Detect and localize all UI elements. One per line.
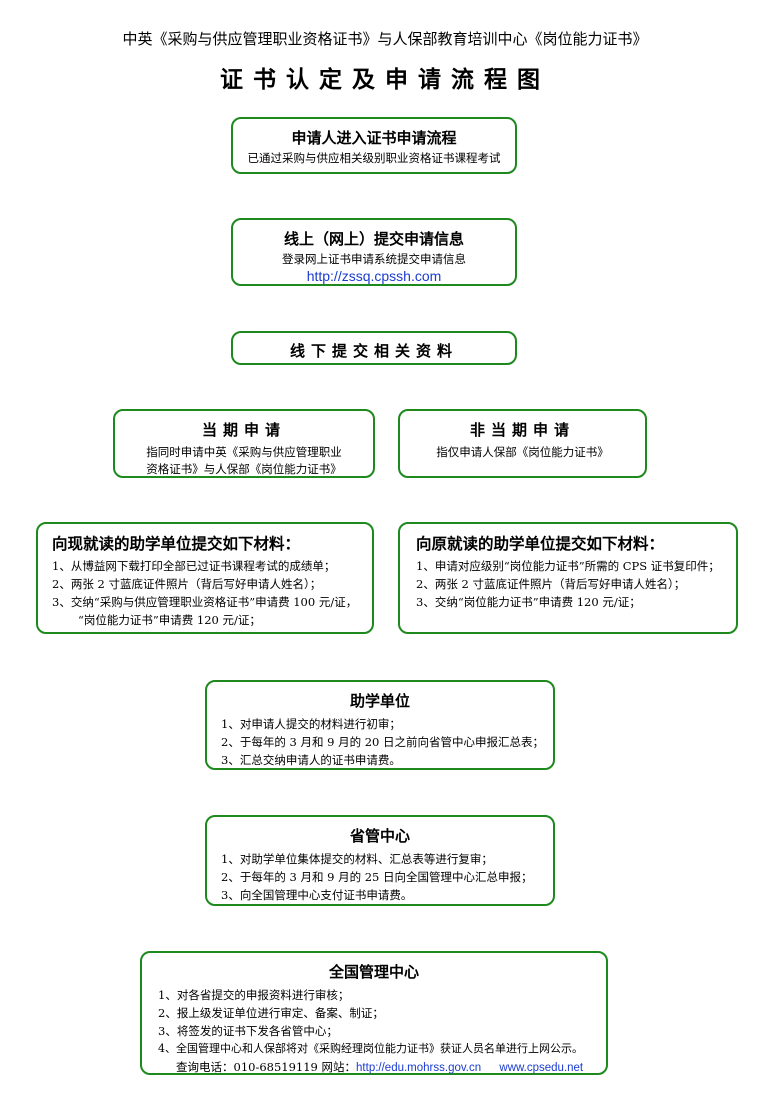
materials-current-item-2: 2、两张 2 寸蓝底证件照片（背后写好申请人姓名）； <box>52 577 322 591</box>
step-apply-box: 申请人进入证书申请流程 已通过采购与供应相关级别职业资格证书课程考试 <box>231 117 517 174</box>
step-offline-box: 线下提交相关资料 <box>231 331 517 365</box>
materials-current-title: 向现就读的助学单位提交如下材料： <box>52 535 301 553</box>
step-online-url[interactable]: http://zssq.cpssh.com <box>306 268 442 284</box>
arrow-blue-1-shape <box>448 365 478 409</box>
materials-noncurrent-item-3: 3、交纳“岗位能力证书”申请费 120 元/证； <box>416 595 641 609</box>
national-center-item-2: 2、报上级发证单位进行审定、备案、制证； <box>158 1006 384 1020</box>
national-center-item-3: 3、将签发的证书下发各省管中心； <box>158 1024 338 1038</box>
arrow-darkred-2-shape <box>359 906 389 951</box>
national-center-item-4: 4、全国管理中心和人保部将对《采购经理岗位能力证书》获证人员名单进行上网公示。 <box>158 1042 583 1055</box>
step-apply-subtitle: 已通过采购与供应相关级别职业资格证书课程考试 <box>247 151 501 165</box>
materials-current-box: 向现就读的助学单位提交如下材料： 1、从博益网下载打印全部已过证书课程考试的成绩… <box>36 522 374 634</box>
materials-current-item-3: 3、交纳“采购与供应管理职业资格证书”申请费 100 元/证， <box>52 595 358 609</box>
materials-noncurrent-item-2: 2、两张 2 寸蓝底证件照片（背后写好申请人姓名）； <box>416 577 686 591</box>
current-application-title: 当期申请 <box>201 421 286 439</box>
step-online-box: 线上（网上）提交申请信息 登录网上证书申请系统提交申请信息 http://zss… <box>231 218 517 286</box>
materials-noncurrent-title: 向原就读的助学单位提交如下材料： <box>416 535 665 553</box>
step-online-title: 线上（网上）提交申请信息 <box>283 230 464 248</box>
school-unit-item-2: 2、于每年的 3 月和 9 月的 20 日之前向省管中心申报汇总表； <box>221 735 545 749</box>
arrow-darkred-1-shape <box>359 770 389 815</box>
province-center-box: 省管中心 1、对助学单位集体提交的材料、汇总表等进行复审； 2、于每年的 3 月… <box>205 815 555 906</box>
school-unit-item-3: 3、汇总交纳申请人的证书申请费。 <box>221 753 401 767</box>
arrow-blue-2-shape <box>448 478 478 522</box>
arrow-green-2-shape <box>359 286 389 331</box>
website-link-1[interactable]: http://edu.mohrss.gov.cn <box>356 1062 482 1074</box>
province-center-item-1: 1、对助学单位集体提交的材料、汇总表等进行复审； <box>221 852 493 866</box>
school-unit-title: 助学单位 <box>349 692 410 710</box>
arrow-blue-3-shape <box>448 634 478 680</box>
step-apply-title: 申请人进入证书申请流程 <box>291 129 457 147</box>
noncurrent-application-line-1: 指仅申请人保部《岗位能力证书》 <box>436 445 609 459</box>
step-offline-title: 线下提交相关资料 <box>289 342 458 360</box>
national-center-title: 全国管理中心 <box>328 963 419 981</box>
province-center-item-3: 3、向全国管理中心支付证书申请费。 <box>221 888 413 902</box>
materials-noncurrent-box: 向原就读的助学单位提交如下材料： 1、申请对应级别“岗位能力证书”所需的 CPS… <box>398 522 738 634</box>
noncurrent-application-box: 非当期申请 指仅申请人保部《岗位能力证书》 <box>398 409 647 478</box>
materials-noncurrent-item-1: 1、申请对应级别“岗位能力证书”所需的 CPS 证书复印件； <box>416 559 720 573</box>
noncurrent-application-title: 非当期申请 <box>469 421 575 439</box>
arrow-red-1-shape <box>291 365 321 409</box>
national-center-item-1: 1、对各省提交的申报资料进行审核； <box>158 988 350 1002</box>
website-link-2[interactable]: www.cpsedu.net <box>499 1062 584 1074</box>
page-title: 证书认定及申请流程图 <box>220 66 550 93</box>
province-center-title: 省管中心 <box>349 827 410 845</box>
national-center-box: 全国管理中心 1、对各省提交的申报资料进行审核； 2、报上级发证单位进行审定、备… <box>140 951 608 1075</box>
school-unit-item-1: 1、对申请人提交的材料进行初审； <box>221 717 401 731</box>
current-application-line-2: 资格证书》与人保部《岗位能力证书》 <box>146 462 342 476</box>
current-application-box: 当期申请 指同时申请中英《采购与供应管理职业 资格证书》与人保部《岗位能力证书》 <box>113 409 375 478</box>
materials-current-item-4: “岗位能力证书”申请费 120 元/证； <box>78 613 261 627</box>
province-center-item-2: 2、于每年的 3 月和 9 月的 25 日向全国管理中心汇总申报； <box>221 870 533 884</box>
arrow-red-3-shape <box>291 634 321 680</box>
national-center-contact: 查询电话：010-68519119 网站：http://edu.mohrss.g… <box>158 1058 606 1077</box>
contact-label: 查询电话：010-68519119 网站： <box>176 1060 357 1074</box>
arrow-red-2-shape <box>291 478 321 522</box>
current-application-line-1: 指同时申请中英《采购与供应管理职业 <box>146 445 342 459</box>
step-online-subtitle: 登录网上证书申请系统提交申请信息 <box>282 252 466 266</box>
school-unit-box: 助学单位 1、对申请人提交的材料进行初审； 2、于每年的 3 月和 9 月的 2… <box>205 680 555 770</box>
arrow-green-1-shape <box>359 174 389 218</box>
materials-current-item-1: 1、从博益网下载打印全部已过证书课程考试的成绩单； <box>52 559 336 573</box>
header-text: 中英《采购与供应管理职业资格证书》与人保部教育培训中心《岗位能力证书》 <box>122 30 648 48</box>
